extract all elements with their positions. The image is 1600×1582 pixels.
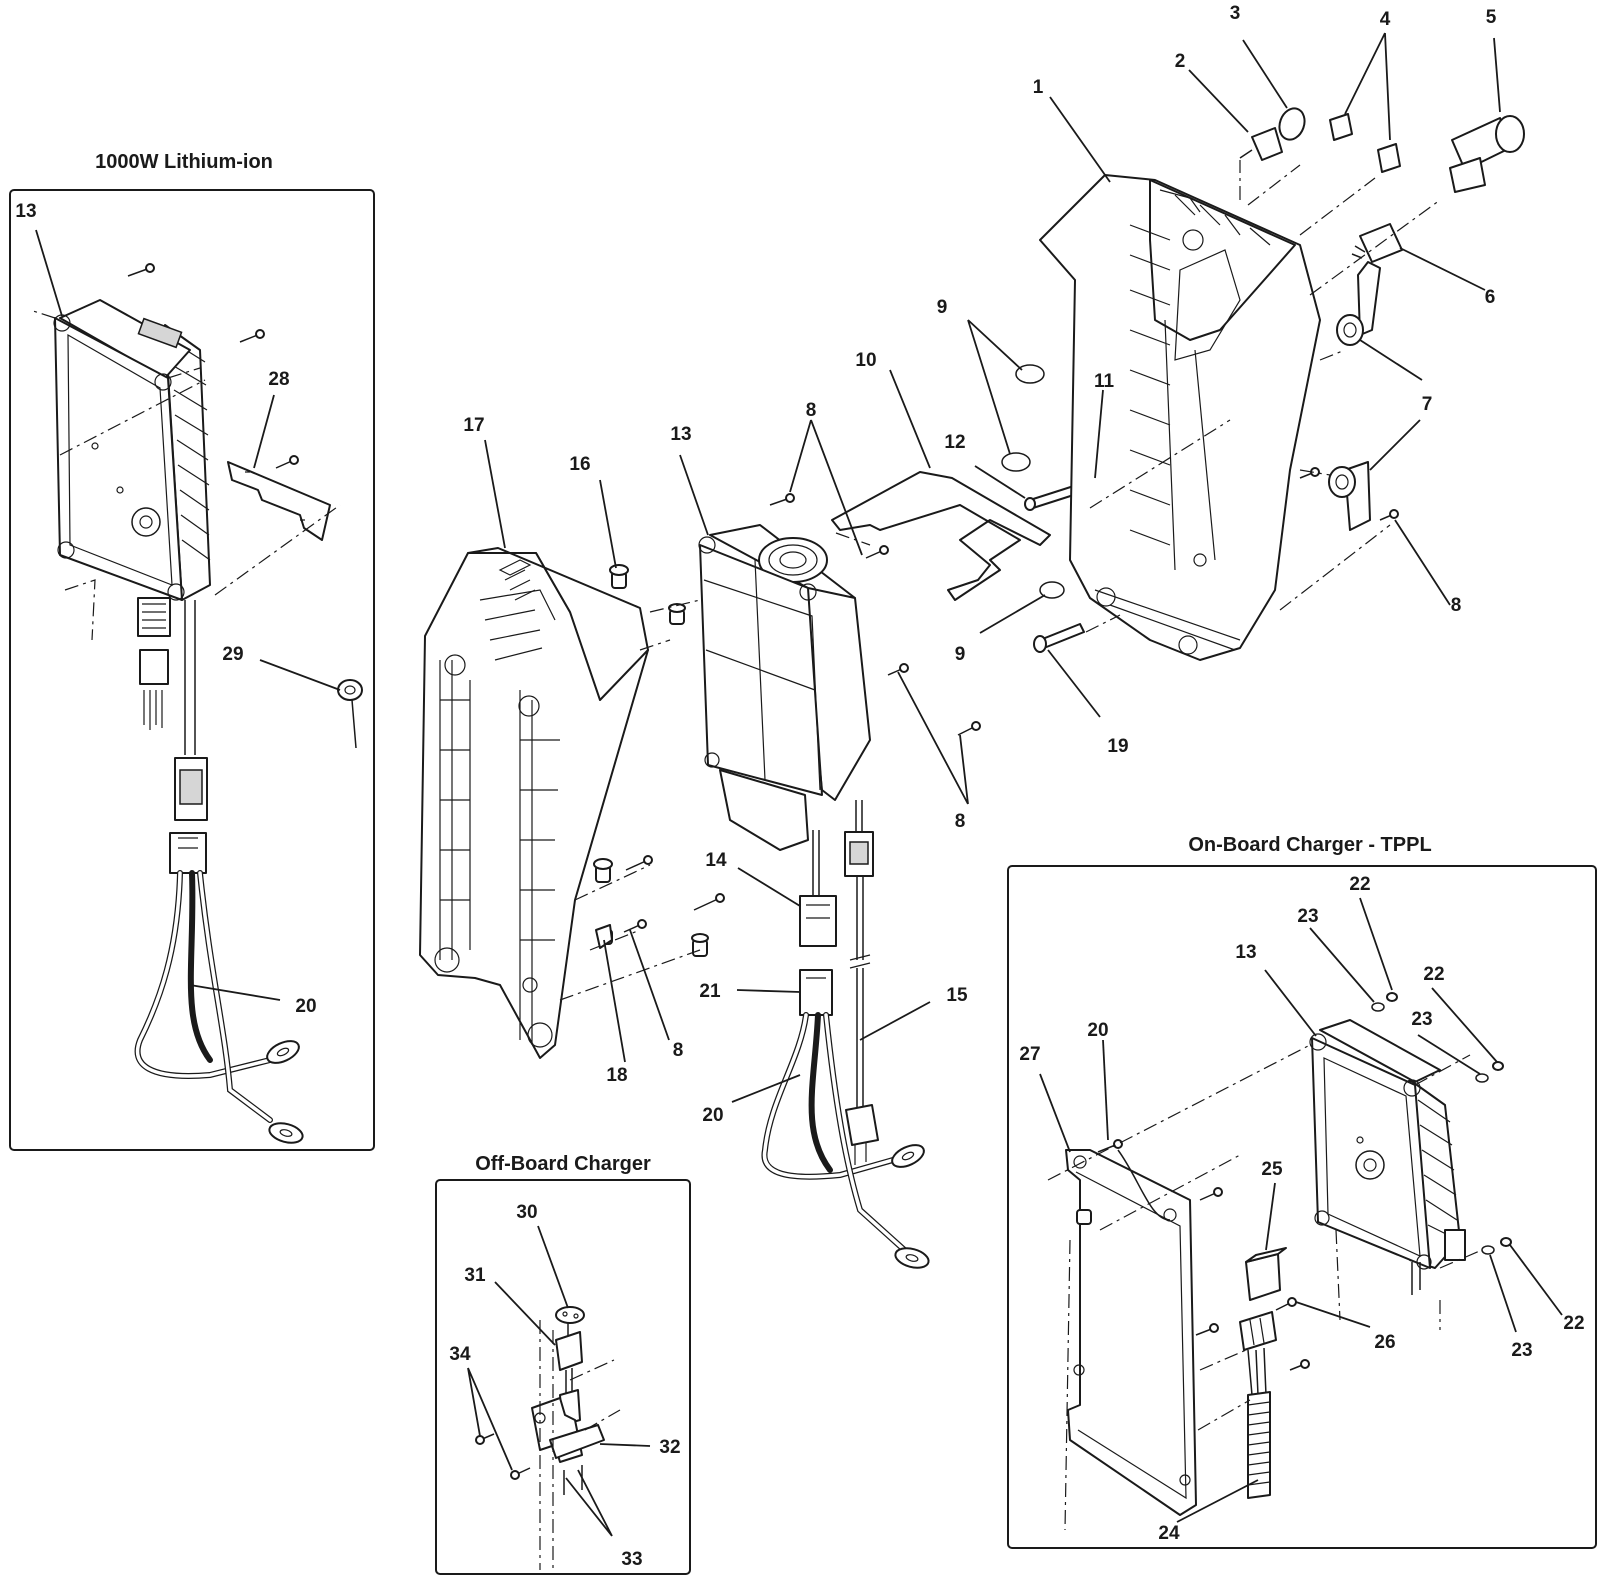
callout-26: 26	[1374, 1332, 1395, 1353]
lithium-cable-assembly	[134, 600, 304, 1144]
onboard-screws	[1097, 1139, 1310, 1371]
callout-7-upper: 7	[1422, 394, 1433, 415]
callout-numbers: 1 2 3 4 5 6 7 8 9 9 10 11 12 19 8 8 13 1…	[15, 3, 1584, 1570]
callout-5: 5	[1486, 7, 1497, 28]
ring-terminal-part-29	[337, 679, 363, 749]
harness-part-24	[1239, 1311, 1277, 1499]
offboard-assembly	[475, 1306, 605, 1495]
callout-16: 16	[569, 454, 590, 475]
charger-housing-part-13	[698, 524, 871, 851]
callout-28: 28	[268, 369, 289, 390]
callout-11: 11	[1094, 371, 1115, 392]
callout-25: 25	[1261, 1159, 1283, 1180]
leader-lines	[35, 32, 1563, 1537]
callout-19: 19	[1107, 736, 1128, 757]
callout-22-top: 22	[1349, 874, 1370, 895]
callout-31: 31	[464, 1265, 486, 1286]
callout-12: 12	[944, 432, 965, 453]
callout-32: 32	[659, 1437, 680, 1458]
callout-22-bottom: 22	[1563, 1313, 1584, 1334]
onboard-centerlines	[1047, 1044, 1483, 1531]
onboard-bracket-part-27	[1065, 1149, 1197, 1516]
callout-8-right: 8	[1451, 595, 1462, 616]
bracket-part-10	[831, 471, 1051, 601]
washers-nuts-parts-22-23	[1371, 992, 1512, 1255]
callout-20-lithium: 20	[295, 996, 316, 1017]
lithium-screws	[127, 263, 299, 469]
callout-9-lower: 9	[955, 644, 966, 665]
lithium-panel-title: 1000W Lithium-ion	[95, 151, 273, 173]
frame-fasteners	[593, 564, 725, 957]
lithium-panel-frame	[9, 189, 375, 1151]
cable-ties-part-9	[1001, 364, 1065, 599]
callout-30: 30	[516, 1202, 537, 1223]
callout-8-bottom: 8	[673, 1040, 684, 1061]
callout-1: 1	[1033, 77, 1044, 98]
callout-33: 33	[621, 1549, 642, 1570]
housing-cables	[761, 800, 930, 1269]
clip-part-18	[595, 924, 613, 949]
callout-14: 14	[705, 850, 727, 871]
callout-13-lithium: 13	[15, 201, 36, 222]
callout-8-top: 8	[806, 400, 817, 421]
callout-13-center: 13	[670, 424, 691, 445]
offboard-panel-frame	[435, 1179, 691, 1575]
callout-3: 3	[1230, 3, 1241, 24]
top-centerlines	[835, 160, 1441, 633]
callout-15: 15	[946, 985, 968, 1006]
onboard-panel-title: On-Board Charger - TPPL	[1188, 834, 1431, 856]
callout-23-bottom: 23	[1511, 1340, 1532, 1361]
callout-29: 29	[222, 644, 243, 665]
callout-27: 27	[1019, 1044, 1040, 1065]
callout-9-upper: 9	[937, 297, 948, 318]
onboard-charger-module	[1309, 1019, 1466, 1295]
small-parts-top	[1239, 107, 1525, 531]
lithium-centerlines	[29, 309, 341, 641]
callout-4: 4	[1380, 9, 1391, 30]
callout-17: 17	[463, 415, 484, 436]
callout-8-mid: 8	[955, 811, 966, 832]
callout-20-center: 20	[702, 1105, 723, 1126]
callout-13-onboard: 13	[1235, 942, 1256, 963]
bracket-part-28	[227, 461, 331, 541]
callout-6: 6	[1485, 287, 1496, 308]
callout-2: 2	[1175, 51, 1186, 72]
housing-screws	[769, 493, 981, 736]
relay-part-25	[1245, 1247, 1287, 1301]
offboard-panel-title: Off-Board Charger	[475, 1153, 651, 1175]
callout-23-mid: 23	[1411, 1009, 1432, 1030]
lithium-charger-module	[53, 299, 211, 730]
callout-34: 34	[449, 1344, 471, 1365]
callout-22-mid: 22	[1423, 964, 1444, 985]
callout-21: 21	[699, 981, 721, 1002]
base-frame-part-17	[419, 547, 649, 1059]
offboard-centerlines	[539, 1320, 621, 1570]
callout-18: 18	[606, 1065, 627, 1086]
callout-20-onboard: 20	[1087, 1020, 1108, 1041]
callout-10: 10	[855, 350, 876, 371]
cover-part-1	[1039, 174, 1321, 661]
callout-23-top: 23	[1297, 906, 1318, 927]
callout-24: 24	[1158, 1523, 1180, 1544]
onboard-panel-frame	[1007, 865, 1597, 1549]
pin-part-19	[1033, 623, 1085, 653]
frame-centerlines	[559, 599, 701, 1001]
